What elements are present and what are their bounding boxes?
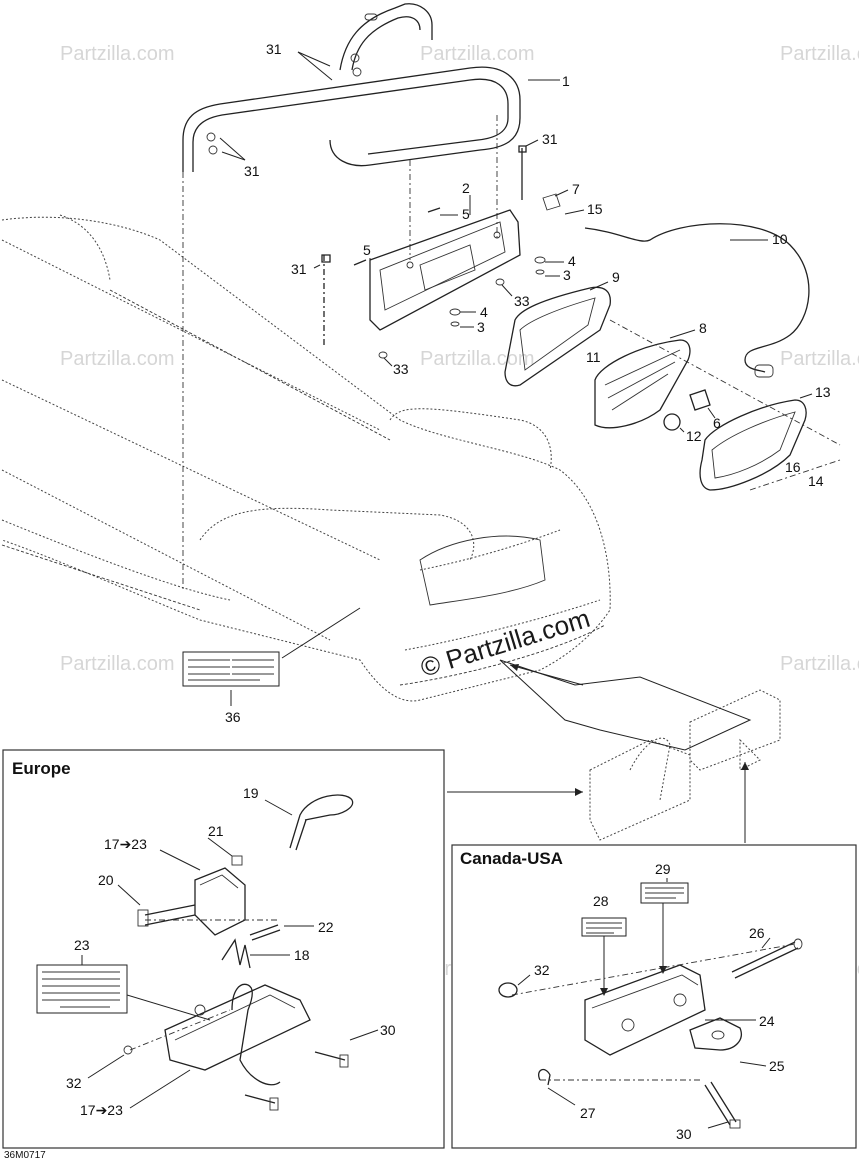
- snowmobile-chassis: [1, 214, 611, 702]
- watermark-text: Partzilla.com: [420, 348, 534, 370]
- callout-11: 11: [586, 349, 601, 365]
- callout-2: 2: [462, 180, 470, 196]
- harness-part-10: [542, 193, 810, 378]
- callout-20: 20: [98, 872, 114, 888]
- callout-32: 32: [534, 962, 550, 978]
- callout-31: 31: [266, 41, 282, 57]
- callout-4: 4: [480, 304, 488, 320]
- watermark-text: Partzilla.com: [780, 653, 859, 675]
- callout-26: 26: [749, 925, 765, 941]
- reflector-part-8: [594, 339, 691, 429]
- callout-31: 31: [542, 131, 558, 147]
- callout-6: 6: [713, 415, 721, 431]
- grab-handle-part-1: [182, 3, 521, 172]
- europe-panel-title: Europe: [12, 759, 71, 778]
- watermark-text: Partzilla.com: [60, 653, 174, 675]
- callout-23: 23: [74, 937, 90, 953]
- canada-usa-panel-title: Canada-USA: [460, 849, 563, 868]
- callout-21: 21: [208, 823, 224, 839]
- callout-17-23: 17➔23: [104, 836, 147, 852]
- callout-7: 7: [572, 181, 580, 197]
- callout-9: 9: [612, 269, 620, 285]
- callout-4: 4: [568, 253, 576, 269]
- lens-part-13: [699, 399, 807, 491]
- callout-3: 3: [563, 267, 571, 283]
- callout-36: 36: [225, 709, 241, 725]
- hitch-europe-closeup: [589, 737, 691, 841]
- callout-19: 19: [243, 785, 259, 801]
- callout-18: 18: [294, 947, 310, 963]
- watermark-text: Partzilla.com: [780, 43, 859, 65]
- hitch-usa-closeup: [689, 689, 781, 771]
- callout-27: 27: [580, 1105, 596, 1121]
- callout-12: 12: [686, 428, 702, 444]
- callout-33: 33: [514, 293, 530, 309]
- watermark-text: Partzilla.com: [60, 43, 174, 65]
- callout-10: 10: [772, 231, 788, 247]
- callout-15: 15: [587, 201, 603, 217]
- callout-5: 5: [363, 242, 371, 258]
- europe-panel: Europe 19 21 17➔23: [2, 749, 445, 1149]
- callout-8: 8: [699, 320, 707, 336]
- callout-14: 14: [808, 473, 824, 489]
- callout-22: 22: [318, 919, 334, 935]
- callout-24: 24: [759, 1013, 775, 1029]
- watermark-text: Partzilla.com: [780, 348, 859, 370]
- callout-13: 13: [815, 384, 831, 400]
- callout-30: 30: [380, 1022, 396, 1038]
- callout-1: 1: [562, 73, 570, 89]
- callout-28: 28: [593, 893, 609, 909]
- document-id: 36M0717: [4, 1150, 46, 1160]
- bulb-part-12: [663, 389, 711, 431]
- decal-part-36: [182, 651, 280, 687]
- callout-3: 3: [477, 319, 485, 335]
- callout-16: 16: [785, 459, 801, 475]
- canada-usa-panel: Canada-USA 29 28 32 26 24: [451, 844, 857, 1149]
- callout-25: 25: [769, 1058, 785, 1074]
- callout-group-upper: 1 2 3 3 4 4 5 5 6 7 8 9 10 11 12 13 14 1…: [219, 41, 831, 725]
- callout-5: 5: [462, 206, 470, 222]
- callout-17-23: 17➔23: [80, 1102, 123, 1118]
- watermark-text: Partzilla.com: [60, 348, 174, 370]
- housing-part-9: [504, 286, 611, 387]
- callout-31: 31: [291, 261, 307, 277]
- fastener-set: [321, 145, 546, 359]
- callout-31: 31: [244, 163, 260, 179]
- callout-33: 33: [393, 361, 409, 377]
- watermark-text: Partzilla.com: [420, 43, 534, 65]
- callout-32: 32: [66, 1075, 82, 1091]
- callout-29: 29: [655, 861, 671, 877]
- callout-30: 30: [676, 1126, 692, 1142]
- bracket-part-2: [369, 209, 521, 331]
